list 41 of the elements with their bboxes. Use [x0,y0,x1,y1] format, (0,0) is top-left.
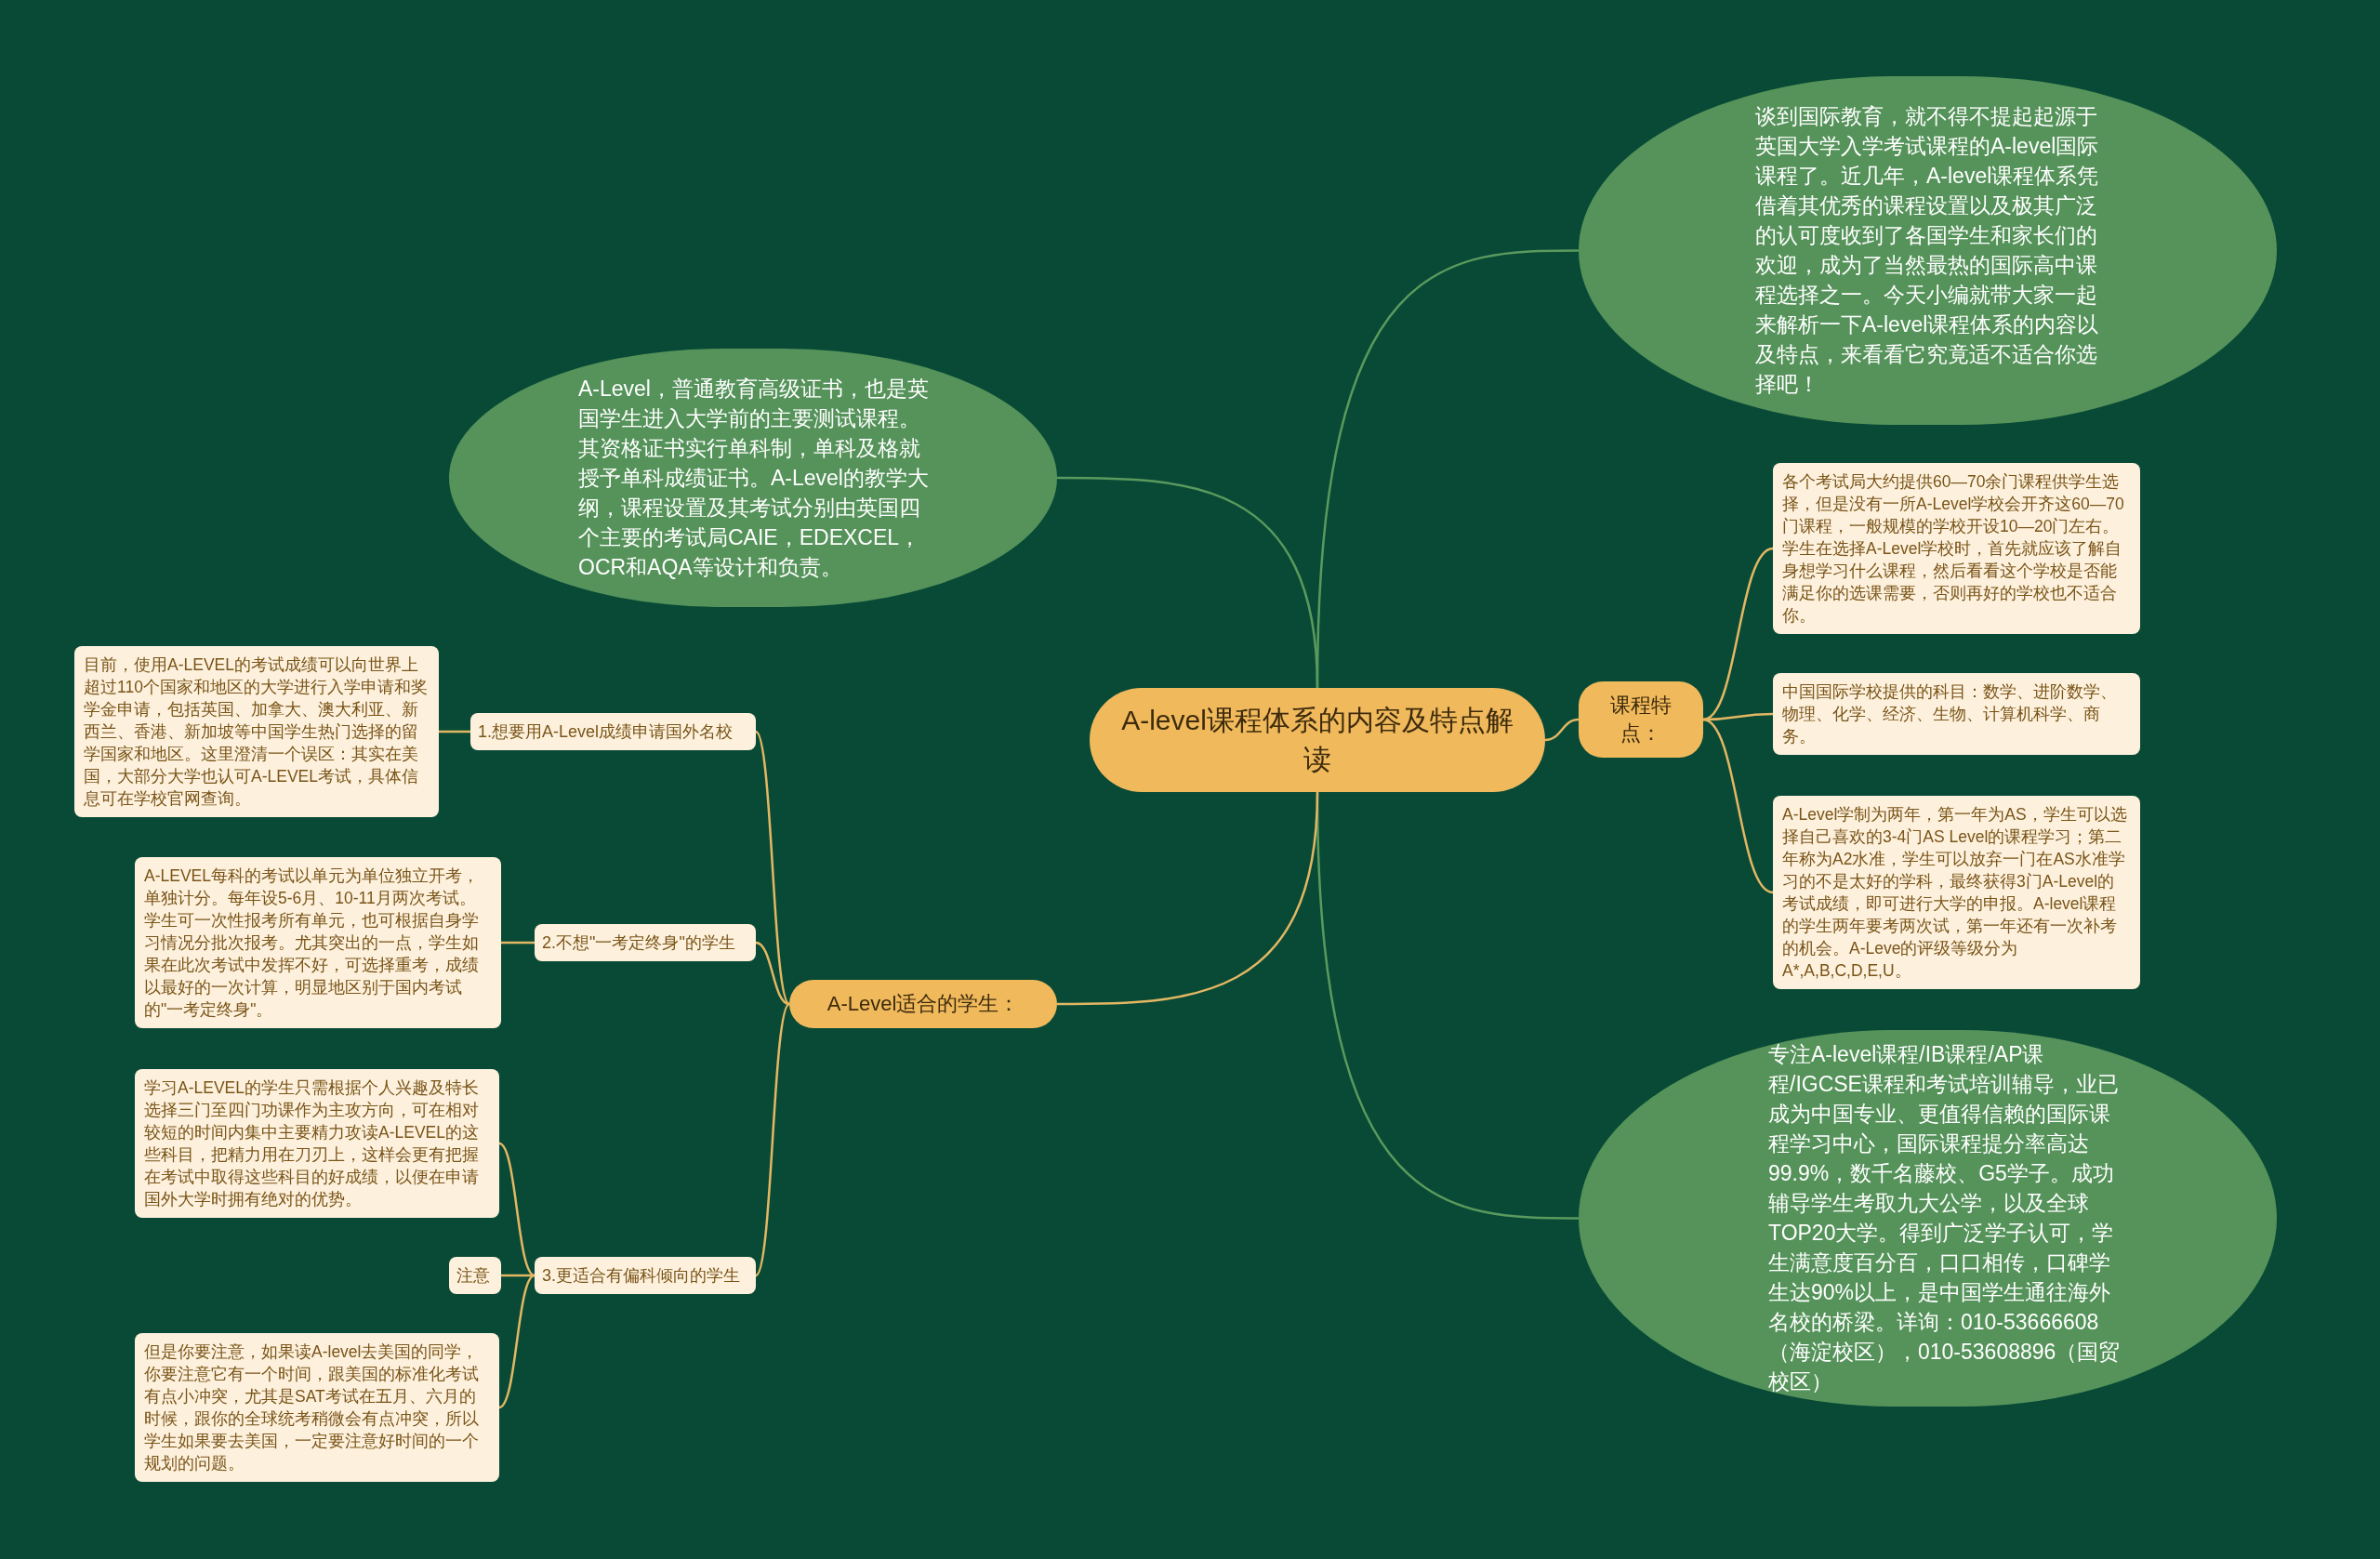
connector-line [1057,791,1319,1006]
topic-box [789,980,1057,1028]
subtopic-box [449,1257,501,1294]
node-text: A-level课程体系的内容及特点解读 [1120,704,1514,776]
connector-line [501,1274,535,1277]
node-text: 1.想要用A-Level成绩申请国外名校 [478,721,734,743]
subtopic-box [535,924,756,961]
note-card [135,1333,499,1482]
note-card [1773,463,2140,634]
connector-line [498,1274,536,1409]
node-text: 专注A-level课程/IB课程/AP课程/IGCSE课程和考试培训辅导，业已成为中国专业、更值得信赖的国际课程学习中心，国际课程提分率高达99.9%，数千名藤校、G5学子。成功辅导学生考取九大公学，以及全球TOP20大学。得到广泛学子认可，学生满意度百分百，口口相传，口碑学生达90%以上，是中国学生通往海外名校的桥梁。详询：010-53666608（海淀校区），010-53608896（国贸校区） [1768,1041,2122,1395]
connector-line [1702,547,1774,721]
topic-box [1579,681,1703,758]
connector-line [498,1142,536,1277]
node-text: 2.不想"一考定终身"的学生 [542,932,736,954]
node-text: 谈到国际教育，就不得不提起起源于英国大学入学考试课程的A-level国际课程了。近几年，A-level课程体系凭借着其优秀的课程设置以及极其广泛的认可度收到了各国学生和家长们的欢迎，成为了当然最热的国际高中课程选择之一。今天小编就带大家一起来解析一下A-level课程体系的内容以及特点，来看看它究竟适不适合你选择吧！ [1755,103,2100,398]
subtopic-box [470,713,756,750]
connector-line [1702,718,1774,894]
connector-line [755,1003,790,1276]
node-text: 目前，使用A-LEVEL的考试成绩可以向世界上超过110个国家和地区的大学进行入学申请和奖学金申请，包括英国、加拿大、澳大利亚、新西兰、香港、新加坡等中国学生热门选择的留学国家和地区。这里澄清一个误区：其实在美国，大部分大学也认可A-LEVEL考试，具体信息可在学校官网查询。 [84,654,429,810]
connector-line [1544,718,1580,742]
node-text: 学习A-LEVEL的学生只需根据个人兴趣及特长选择三门至四门功课作为主攻方向，可在相对较短的时间内集中主要精力攻读A-LEVEL的这些科目，把精力用在刀刃上，这样会更有把握在考试中取得这些科目的好成绩，以便在申请国外大学时拥有绝对的优势。 [144,1077,480,1210]
node-text: 各个考试局大约提供60—70余门课程供学生选择，但是没有一所A-Level学校会开齐这60—70门课程，一般规模的学校开设10—20门左右。学生在选择A-Level学校时，首先就应该了解自身想学习什么课程，然后看看这个学校是否能满足你的选课需要，否则再好的学校也不适合你。 [1782,471,2125,627]
connector-line [755,731,790,1005]
node-text: A-Level适合的学生： [826,991,1021,1017]
subtopic-box [535,1257,756,1294]
node-text: A-Level，普通教育高级证书，也是英国学生进入大学前的主要测试课程。其资格证书实行单科制，单科及格就授予单科成绩证书。A-Level的教学大纲，课程设置及其考试分别由英国四个主要的考试局CAIE，EDEXCEL，OCR和AQA等设计和负责。 [578,376,930,581]
note-card [135,857,501,1028]
node-text: 3.更适合有偏科倾向的学生 [542,1265,741,1287]
node-text: 注意 [456,1265,491,1287]
connector-line [501,941,535,945]
node-text: 但是你要注意，如果读A-level去美国的同学，你要注意它有一个时间，跟美国的标准化考试有点小冲突，尤其是SAT考试在五月、六月的时候，跟你的全球统考稍微会有点冲突，所以学生如果要去美国，一定要注意好时间的一个规划的问题。 [144,1341,480,1474]
connector-line [755,941,790,1006]
note-card [1773,673,2140,755]
node-text: A-LEVEL每科的考试以单元为单位独立开考，单独计分。每年设5-6月、10-11月两次考试。学生可一次性报考所有单元，也可根据自身学习情况分批次报考。尤其突出的一点，学生如果在此次考试中发挥不好，可选择重考，成绩以最好的一次计算，明显地区别于国内考试的"一考定终身"。 [144,865,480,1021]
connector-line [439,730,470,733]
connector-line [1057,476,1319,689]
note-card [135,1069,499,1218]
node-text: 中国国际学校提供的科目：数学、进阶数学、物理、化学、经济、生物、计算机科学、商务。 [1782,681,2118,747]
node-text: A-Level学制为两年，第一年为AS，学生可以选择自己喜欢的3-4门AS Level的课程学习；第二年称为A2水准，学生可以放弃一门在AS水准学习的不是太好的学科，最终获得3门A-Level的考试成绩，即可进行大学的申报。A-level课程的学生两年要考两次试，第一年还有一次补考的机会。A-Leve的评级等级分为A*,A,B,C,D,E,U。 [1782,804,2128,982]
node-text: 课程特点： [1609,693,1673,746]
